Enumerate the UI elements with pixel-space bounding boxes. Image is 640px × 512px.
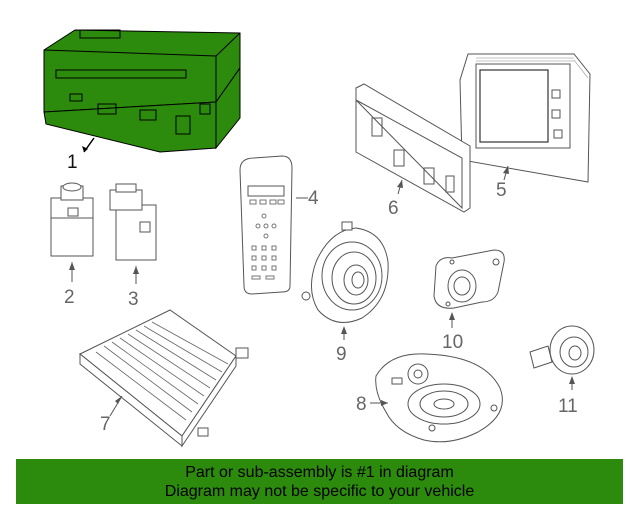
label-11: 11: [558, 396, 578, 417]
label-5: 5: [496, 180, 507, 201]
label-1: 1: [67, 152, 78, 173]
part-9-round-speaker[interactable]: [301, 221, 389, 340]
label-9: 9: [336, 344, 347, 365]
part-7-amplifier[interactable]: [79, 309, 249, 448]
parts-diagram: 1 2 3 4: [43, 29, 595, 448]
part-1-radio-receiver[interactable]: [43, 29, 241, 153]
banner-line-2: Diagram may not be specific to your vehi…: [164, 482, 475, 500]
part-6-mounting-bracket[interactable]: [355, 83, 471, 213]
label-4: 4: [308, 188, 319, 209]
part-3-switch-module[interactable]: [109, 183, 157, 284]
info-banner: Part or sub-assembly is #1 in diagram Di…: [16, 459, 623, 504]
label-6: 6: [388, 198, 399, 219]
part-5-display-screen[interactable]: [459, 53, 591, 183]
banner-line-1: Part or sub-assembly is #1 in diagram: [185, 463, 454, 481]
label-8: 8: [356, 394, 367, 415]
label-3: 3: [128, 289, 139, 310]
label-2: 2: [64, 287, 75, 308]
part-8-oval-speaker[interactable]: [370, 353, 503, 443]
part-10-tweeter[interactable]: [433, 249, 505, 328]
part-11-small-speaker[interactable]: [529, 325, 595, 390]
part-4-remote-control[interactable]: [239, 155, 308, 295]
label-7: 7: [100, 414, 111, 435]
part-2-switch-module[interactable]: [50, 182, 94, 282]
label-10: 10: [442, 332, 463, 353]
